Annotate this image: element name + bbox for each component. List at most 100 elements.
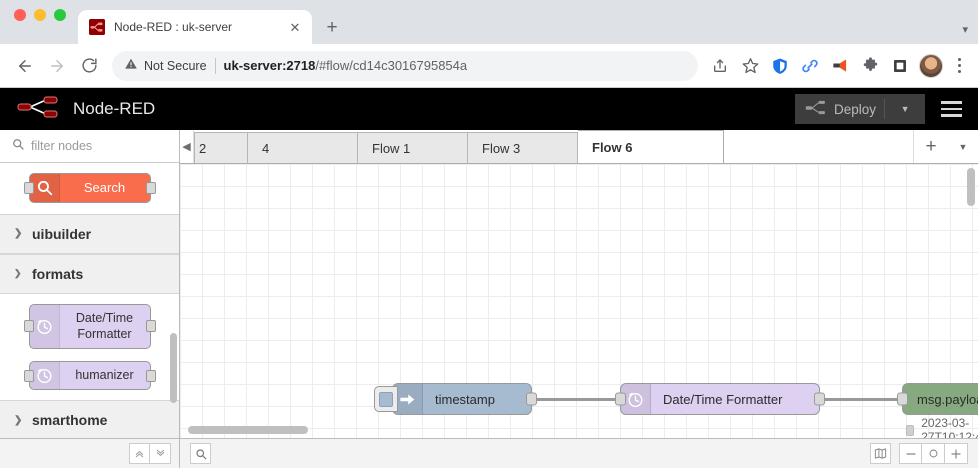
canvas-vertical-scrollbar[interactable] (967, 168, 975, 206)
inject-trigger-button[interactable] (374, 386, 398, 412)
clock-icon (621, 384, 651, 414)
palette-category-smarthome[interactable]: ❯ smarthome (0, 400, 179, 438)
palette-node-search[interactable]: Search (23, 173, 156, 203)
footer-bar (0, 438, 978, 468)
node-output-port[interactable] (145, 369, 156, 382)
flow-node-label: Date/Time Formatter (663, 391, 783, 407)
deploy-icon (805, 100, 827, 119)
star-icon[interactable] (736, 52, 764, 80)
flow-canvas[interactable]: timestamp Date/Time Formatter msg.payloa… (180, 164, 978, 438)
palette-node-datetime-formatter[interactable]: Date/Time Formatter (23, 303, 156, 350)
flow-node-debug-msg-payload[interactable]: msg.payload (897, 383, 978, 415)
palette-category-formats[interactable]: ❯ formats (0, 253, 179, 294)
node-input-port[interactable] (23, 181, 34, 194)
link-extension-icon[interactable] (796, 52, 824, 80)
wire-inject-to-datetime[interactable] (532, 398, 620, 401)
chevrons-down-icon[interactable] (150, 443, 171, 464)
node-input-port[interactable] (23, 320, 34, 333)
square-extension-icon[interactable] (886, 52, 914, 80)
flow-node-datetime-formatter[interactable]: Date/Time Formatter (615, 383, 825, 415)
reload-icon[interactable] (74, 51, 104, 81)
megaphone-extension-icon[interactable] (826, 52, 854, 80)
palette-footer (0, 439, 180, 468)
maximize-window-button[interactable] (54, 9, 66, 21)
minus-icon[interactable] (899, 443, 922, 464)
back-arrow-icon[interactable] (10, 51, 40, 81)
deploy-label: Deploy (834, 101, 877, 117)
search-icon (12, 137, 24, 155)
flow-tab-4[interactable]: 4 (248, 132, 358, 163)
node-red-logo[interactable]: Node-RED (16, 94, 155, 125)
node-output-port[interactable] (145, 181, 156, 194)
node-input-port[interactable] (23, 369, 34, 382)
clock-icon (29, 362, 60, 390)
app-title: Node-RED (73, 99, 156, 118)
close-icon[interactable]: ✕ (289, 19, 301, 35)
palette-node-label: humanizer (75, 368, 134, 383)
new-tab-icon[interactable]: + (326, 16, 338, 38)
node-red-header: Node-RED Deploy ▼ (0, 88, 978, 130)
flow-editor: ◀ 2 4 Flow 1 Flow 3 Flow 6 (180, 130, 978, 438)
palette-node-label: Date/Time Formatter (75, 310, 134, 342)
url-text: uk-server:2718/#flow/cd14c3016795854a (224, 58, 468, 73)
flow-tab-2[interactable]: 2 (194, 132, 248, 163)
plus-icon[interactable] (945, 443, 968, 464)
chevron-down-icon[interactable]: ▾ (962, 24, 968, 36)
chevron-right-icon: ❯ (14, 228, 23, 240)
minimize-window-button[interactable] (34, 9, 46, 21)
share-icon[interactable] (706, 52, 734, 80)
node-input-port[interactable] (897, 392, 908, 406)
palette-category-uibuilder[interactable]: ❯ uibuilder (0, 213, 179, 254)
browser-tab[interactable]: Node-RED : uk-server ✕ (78, 10, 312, 44)
search-icon[interactable] (190, 443, 211, 464)
kebab-menu-icon[interactable] (948, 52, 970, 80)
browser-tabstrip: Node-RED : uk-server ✕ + ▾ (0, 0, 978, 44)
puzzle-extension-icon[interactable] (856, 52, 884, 80)
window-traffic-lights (14, 0, 78, 44)
url-path: /#flow/cd14c3016795854a (315, 58, 468, 73)
browser-toolbar: Not Secure uk-server:2718/#flow/cd14c301… (0, 44, 978, 88)
flow-tab-label: Flow 1 (372, 140, 411, 156)
filter-nodes-input[interactable] (31, 139, 151, 153)
chevron-down-icon[interactable]: ▼ (958, 141, 968, 152)
flow-node-inject-timestamp[interactable]: timestamp (374, 383, 537, 415)
browser-tab-title: Node-RED : uk-server (114, 20, 233, 34)
magnifier-icon (29, 174, 60, 202)
palette-scroll-area: Search ❯ uibuilder ❯ formats (0, 163, 179, 438)
close-window-button[interactable] (14, 9, 26, 21)
address-bar[interactable]: Not Secure uk-server:2718/#flow/cd14c301… (112, 50, 698, 81)
security-status[interactable]: Not Secure (124, 57, 207, 74)
wire-datetime-to-debug[interactable] (820, 398, 902, 401)
node-output-port[interactable] (145, 320, 156, 333)
forward-arrow-icon[interactable] (42, 51, 72, 81)
security-label: Not Secure (144, 58, 207, 73)
plus-icon[interactable]: + (925, 135, 937, 157)
circle-icon[interactable] (922, 443, 945, 464)
node-output-port[interactable] (814, 392, 825, 406)
chevrons-up-icon[interactable] (129, 443, 150, 464)
chevron-down-icon[interactable]: ▼ (900, 104, 910, 114)
profile-avatar[interactable] (919, 53, 943, 78)
footer-right-actions (870, 443, 978, 464)
shield-extension-icon[interactable] (766, 52, 794, 80)
canvas-horizontal-scrollbar[interactable] (188, 426, 308, 434)
palette-filter[interactable] (0, 130, 179, 163)
hamburger-menu-icon[interactable] (939, 97, 964, 121)
flow-tab-flow-1[interactable]: Flow 1 (358, 132, 468, 163)
palette-scrollbar[interactable] (170, 333, 177, 403)
flow-tab-flow-6[interactable]: Flow 6 (578, 130, 724, 163)
palette-node-label: Search (83, 180, 126, 195)
deploy-button[interactable]: Deploy ▼ (795, 94, 925, 124)
node-palette: Search ❯ uibuilder ❯ formats (0, 130, 180, 438)
node-input-port[interactable] (615, 392, 626, 406)
flow-tab-flow-3[interactable]: Flow 3 (468, 132, 578, 163)
flow-tabbar: ◀ 2 4 Flow 1 Flow 3 Flow 6 (180, 130, 978, 164)
chevron-left-icon[interactable]: ◀ (180, 130, 194, 163)
node-output-port[interactable] (526, 392, 537, 406)
inject-arrow-icon (393, 384, 423, 414)
node-red-favicon (89, 19, 105, 35)
palette-node-humanizer[interactable]: humanizer (23, 361, 156, 391)
flow-tabs: 2 4 Flow 1 Flow 3 Flow 6 (194, 130, 913, 163)
map-icon[interactable] (870, 443, 891, 464)
